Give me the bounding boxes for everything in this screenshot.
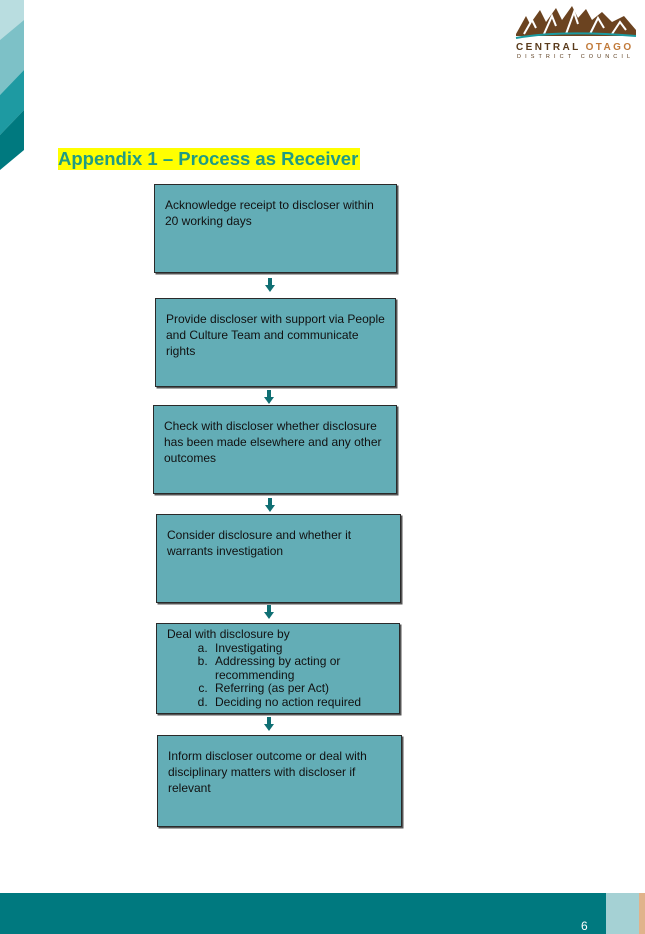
footer-accent-tan [639,893,645,934]
flow-step-4: Consider disclosure and whether it warra… [156,514,401,603]
down-arrow-icon [265,278,275,292]
logo-wordmark: CENTRAL OTAGO [516,42,634,53]
footer-bar [0,893,606,934]
down-arrow-icon [265,498,275,512]
list-item: Investigating [211,641,389,656]
flow-step-4-text: Consider disclosure and whether it warra… [167,528,352,558]
down-arrow-icon [264,390,274,404]
flow-step-2-text: Provide discloser with support via Peopl… [166,312,385,358]
flow-step-5: Deal with disclosure by Investigating Ad… [156,623,400,714]
footer-accent-light [606,893,639,934]
flow-step-5-text: Deal with disclosure by [167,627,290,641]
logo-subtitle: DISTRICT COUNCIL [517,54,635,60]
page-heading: Appendix 1 – Process as Receiver [58,148,361,170]
flow-step-3-text: Check with discloser whether disclosure … [164,419,382,465]
list-item: Deciding no action required [211,695,389,710]
council-logo: CENTRAL OTAGO DISTRICT COUNCIL [512,4,642,64]
flow-step-1: Acknowledge receipt to discloser within … [154,184,397,273]
flow-step-6-text: Inform discloser outcome or deal with di… [168,749,367,795]
list-item: Referring (as per Act) [211,682,389,696]
page-number: 6 [581,919,588,933]
flow-step-2: Provide discloser with support via Peopl… [155,298,396,387]
flow-step-5-options: Investigating Addressing by acting or re… [167,641,389,710]
down-arrow-icon [264,605,274,619]
mountain-logo-icon [515,6,637,39]
flow-step-3: Check with discloser whether disclosure … [153,405,397,494]
corner-decoration [0,0,24,170]
list-item: Addressing by acting or recommending [211,654,389,682]
flow-step-6: Inform discloser outcome or deal with di… [157,735,402,827]
down-arrow-icon [264,717,274,731]
flow-step-1-text: Acknowledge receipt to discloser within … [165,198,374,228]
